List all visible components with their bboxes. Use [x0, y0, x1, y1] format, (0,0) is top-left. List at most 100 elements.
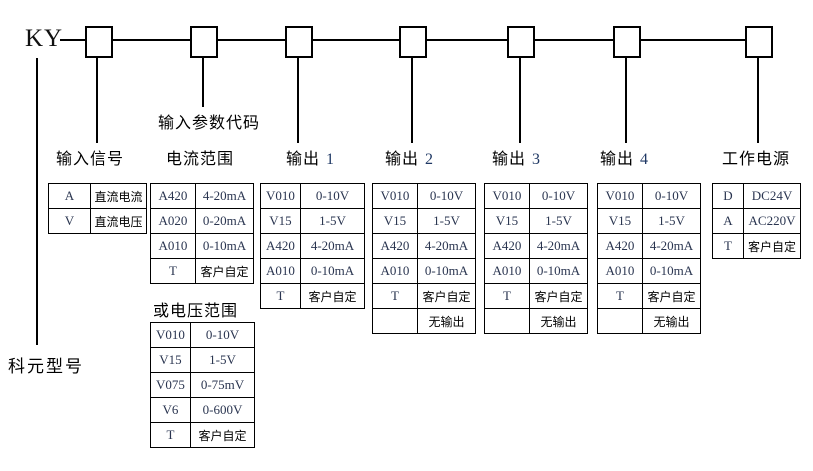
value-cell: 客户自定	[190, 422, 255, 448]
value-cell: 1-5V	[417, 208, 476, 234]
value-cell: 0-10mA	[529, 258, 588, 284]
value-cell: AC220V	[743, 208, 801, 234]
code-box-7	[745, 26, 773, 58]
table-row: V010 0-10V	[484, 183, 588, 209]
table-row: T 客户自定	[484, 283, 588, 309]
code-cell: T	[712, 233, 744, 259]
stem-line-box-5	[519, 57, 521, 143]
output-1-table: V010 0-10V V15 1-5V A420 4-20mA A010 0-1…	[260, 183, 365, 309]
value-cell: 无输出	[417, 308, 476, 334]
table-row: V010 0-10V	[150, 322, 255, 348]
value-cell: 客户自定	[417, 283, 476, 309]
table-row: V010 0-10V	[597, 183, 701, 209]
voltage-range-table: V010 0-10V V15 1-5V V075 0-75mV V6 0-600…	[150, 322, 255, 448]
model-series-label: 科元型号	[8, 357, 84, 377]
code-cell: A420	[150, 183, 196, 209]
value-cell: 4-20mA	[642, 233, 701, 259]
code-cell: T	[597, 283, 643, 309]
value-cell: 无输出	[529, 308, 588, 334]
stem-line-model-prefix	[36, 58, 38, 345]
table-row: A010 0-10mA	[260, 258, 365, 284]
code-cell-empty	[484, 308, 530, 334]
value-cell: 0-10mA	[417, 258, 476, 284]
value-cell: 客户自定	[743, 233, 801, 259]
label-output-4-text: 输出	[600, 149, 635, 168]
label-output-4: 输出 4	[600, 145, 649, 169]
table-row: A420 4-20mA	[484, 233, 588, 259]
value-cell: 1-5V	[300, 208, 365, 234]
value-cell: 客户自定	[300, 283, 365, 309]
table-row: D DC24V	[712, 183, 801, 209]
table-row: A 直流电流	[48, 183, 147, 209]
table-row: T 客户自定	[372, 283, 476, 309]
value-cell: 0-75mV	[190, 372, 255, 398]
value-cell: 客户自定	[195, 258, 254, 284]
label-output-4-number: 4	[640, 151, 650, 168]
table-row: 无输出	[484, 308, 588, 334]
code-cell: A420	[372, 233, 418, 259]
model-prefix: KY	[25, 25, 64, 52]
output-2-table: V010 0-10V V15 1-5V A420 4-20mA A010 0-1…	[372, 183, 476, 334]
code-cell: A420	[260, 233, 301, 259]
table-row: A010 0-10mA	[372, 258, 476, 284]
stem-line-box-1	[96, 57, 98, 143]
value-cell: 0-10mA	[642, 258, 701, 284]
value-cell: 客户自定	[529, 283, 588, 309]
label-output-3: 输出 3	[492, 145, 541, 169]
code-cell: A010	[372, 258, 418, 284]
table-row: T 客户自定	[597, 283, 701, 309]
value-cell: 4-20mA	[417, 233, 476, 259]
code-cell: A020	[150, 208, 196, 234]
code-cell: T	[150, 258, 196, 284]
stem-line-box-6	[625, 57, 627, 143]
code-cell: A010	[260, 258, 301, 284]
table-row: T 客户自定	[712, 233, 801, 259]
table-row: 无输出	[372, 308, 476, 334]
table-row: V15 1-5V	[150, 347, 255, 373]
label-input-signal: 输入信号	[56, 149, 125, 168]
code-cell: V	[48, 208, 91, 234]
value-cell: 4-20mA	[300, 233, 365, 259]
working-power-table: D DC24V A AC220V T 客户自定	[712, 183, 801, 259]
code-cell: V010	[484, 183, 530, 209]
value-cell: 直流电流	[90, 183, 147, 209]
code-cell: V6	[150, 397, 191, 423]
table-row: V010 0-10V	[260, 183, 365, 209]
table-row: V010 0-10V	[372, 183, 476, 209]
output-4-table: V010 0-10V V15 1-5V A420 4-20mA A010 0-1…	[597, 183, 701, 334]
code-cell: T	[260, 283, 301, 309]
table-row: V15 1-5V	[372, 208, 476, 234]
value-cell: 0-10V	[417, 183, 476, 209]
label-output-3-text: 输出	[492, 149, 527, 168]
value-cell: 0-10V	[642, 183, 701, 209]
table-row: V15 1-5V	[597, 208, 701, 234]
table-row: A420 4-20mA	[597, 233, 701, 259]
code-box-6	[613, 26, 641, 58]
value-cell: 直流电压	[90, 208, 147, 234]
code-cell: T	[372, 283, 418, 309]
code-cell: A	[712, 208, 744, 234]
label-working-power: 工作电源	[722, 149, 791, 168]
code-cell: A420	[597, 233, 643, 259]
table-row: T 客户自定	[260, 283, 365, 309]
table-row: A020 0-20mA	[150, 208, 254, 234]
output-3-table: V010 0-10V V15 1-5V A420 4-20mA A010 0-1…	[484, 183, 588, 334]
code-cell: V15	[150, 347, 191, 373]
code-cell: A420	[484, 233, 530, 259]
code-cell: V010	[372, 183, 418, 209]
label-output-1-text: 输出	[286, 149, 321, 168]
code-cell: A010	[484, 258, 530, 284]
value-cell: 0-10V	[190, 322, 255, 348]
code-cell: A010	[150, 233, 196, 259]
stem-line-box-2	[202, 57, 204, 107]
code-cell: A010	[597, 258, 643, 284]
table-row: A420 4-20mA	[150, 183, 254, 209]
value-cell: 1-5V	[529, 208, 588, 234]
value-cell: 4-20mA	[529, 233, 588, 259]
label-output-3-number: 3	[532, 151, 542, 168]
code-box-3	[285, 26, 313, 58]
code-cell: A	[48, 183, 91, 209]
